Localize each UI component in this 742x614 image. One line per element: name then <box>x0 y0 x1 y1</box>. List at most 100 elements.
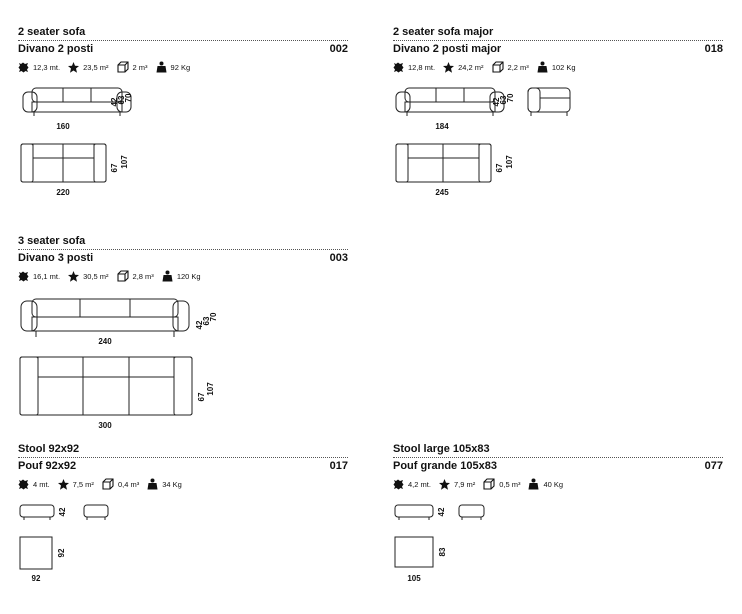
leather-icon <box>443 61 455 73</box>
arm-height-label: 63 <box>202 316 211 325</box>
pouf-front-view <box>19 504 55 520</box>
spec-volume: 2,8 m³ <box>116 270 154 282</box>
dotted-divider <box>393 40 723 41</box>
spec-fabric: 4 mt. <box>18 479 50 490</box>
weight-icon <box>162 270 173 282</box>
leather-icon <box>68 61 80 73</box>
product-code: 017 <box>329 460 348 472</box>
spec-leather-value: 23,5 m² <box>83 62 109 72</box>
spec-weight-value: 40 Kg <box>543 479 564 489</box>
product-3-seater-sofa: 3 seater sofa Divano 3 posti 003 16,1 mt… <box>18 235 348 435</box>
spec-row: 4 mt. 7,5 m² 0,4 m³ 34 Kg <box>18 477 190 491</box>
depth-label: 107 <box>206 382 215 396</box>
height-label: 42 <box>437 507 446 516</box>
dotted-divider <box>18 249 348 250</box>
spec-row: 12,3 mt. 23,5 m² 2 m³ 92 Kg <box>18 60 198 74</box>
spec-fabric: 12,8 mt. <box>393 62 435 73</box>
sofa-front-view <box>20 298 190 337</box>
technical-drawing: 160 42 63 70 220 67 107 <box>20 87 133 197</box>
pouf-side-view <box>458 504 485 520</box>
spec-row: 12,8 mt. 24,2 m² 2,2 m³ 102 Kg <box>393 60 584 74</box>
spec-leather: 24,2 m² <box>443 61 484 73</box>
spec-weight: 120 Kg <box>162 270 201 282</box>
spec-volume-value: 2,2 m³ <box>507 62 529 72</box>
spec-fabric-value: 4 mt. <box>33 479 50 489</box>
arm-height-label: 63 <box>499 95 508 104</box>
product-code: 003 <box>329 252 348 264</box>
product-title-it: Divano 2 posti <box>18 43 94 55</box>
weight-icon <box>156 61 167 73</box>
weight-icon <box>528 478 539 490</box>
spec-weight: 34 Kg <box>147 478 182 490</box>
sofa-plan-view <box>395 143 492 183</box>
width-label: 105 <box>407 574 421 583</box>
sofa-side-view <box>527 87 571 116</box>
spec-volume-value: 0,4 m³ <box>117 479 140 489</box>
spec-volume: 0,5 m³ <box>483 478 520 490</box>
pouf-front-view <box>394 504 434 520</box>
volume-icon <box>116 270 129 282</box>
seat-height-label: 42 <box>492 97 501 106</box>
technical-drawing: 240 42 63 70 300 67 107 <box>19 298 218 430</box>
product-code: 077 <box>704 460 723 472</box>
spec-weight-value: 120 Kg <box>176 271 201 281</box>
leather-icon <box>57 478 69 490</box>
spec-row: 4,2 mt. 7,9 m² 0,5 m³ 40 Kg <box>393 477 571 491</box>
seat-depth-label: 67 <box>197 392 206 401</box>
volume-icon <box>116 61 129 73</box>
product-title-en: 2 seater sofa major <box>393 26 494 38</box>
spec-leather: 7,5 m² <box>57 478 94 490</box>
fabric-icon <box>393 479 404 489</box>
spec-volume-value: 2,8 m³ <box>132 271 154 281</box>
product-stool-92x92: Stool 92x92 Pouf 92x92 017 4 mt. 7,5 m² … <box>18 443 348 593</box>
spec-leather: 23,5 m² <box>68 61 109 73</box>
fabric-icon <box>18 62 29 72</box>
spec-weight: 92 Kg <box>156 61 190 73</box>
volume-icon <box>483 478 495 490</box>
technical-drawing: 42 92 92 <box>19 504 109 583</box>
technical-drawing: 42 83 105 <box>394 504 485 583</box>
volume-icon <box>491 61 504 73</box>
height-label: 70 <box>124 93 133 102</box>
fabric-icon <box>18 271 29 281</box>
width-label: 92 <box>32 574 41 583</box>
product-title-en: Stool large 105x83 <box>393 443 490 455</box>
front-width-label: 184 <box>435 122 449 131</box>
plan-width-label: 220 <box>56 188 70 197</box>
leather-icon <box>68 270 80 282</box>
spec-leather-value: 7,9 m² <box>453 479 476 489</box>
spec-leather: 7,9 m² <box>438 478 476 490</box>
product-title-en: Stool 92x92 <box>18 443 80 455</box>
depth-label: 83 <box>438 547 447 556</box>
plan-width-label: 245 <box>435 188 449 197</box>
pouf-plan-view <box>394 536 434 568</box>
spec-leather-value: 7,5 m² <box>72 479 94 489</box>
spec-fabric-value: 12,8 mt. <box>408 62 436 72</box>
spec-volume-value: 2 m³ <box>132 62 148 72</box>
product-stool-large-105x83: Stool large 105x83 Pouf grande 105x83 07… <box>393 443 723 593</box>
volume-icon <box>102 478 114 490</box>
seat-depth-label: 67 <box>110 163 119 172</box>
spec-fabric: 4,2 mt. <box>393 479 431 490</box>
arm-height-label: 63 <box>117 95 126 104</box>
product-code: 002 <box>329 43 348 55</box>
sofa-plan-view <box>20 143 107 183</box>
front-width-label: 240 <box>98 337 112 346</box>
dotted-divider <box>393 457 723 458</box>
spec-leather-value: 30,5 m² <box>83 271 109 281</box>
seat-height-label: 42 <box>110 97 119 106</box>
spec-fabric-value: 12,3 mt. <box>33 62 61 72</box>
spec-volume: 2,2 m³ <box>491 61 529 73</box>
spec-weight-value: 102 Kg <box>551 62 576 72</box>
spec-leather: 30,5 m² <box>68 270 109 282</box>
depth-label: 107 <box>505 155 514 169</box>
height-label: 70 <box>506 93 515 102</box>
depth-label: 92 <box>57 548 66 557</box>
product-title-it: Divano 3 posti <box>18 252 94 264</box>
spec-volume: 2 m³ <box>116 61 148 73</box>
weight-icon <box>147 478 158 490</box>
spec-fabric: 16,1 mt. <box>18 271 60 282</box>
seat-height-label: 42 <box>195 320 204 329</box>
product-title-it: Divano 2 posti major <box>393 43 502 55</box>
technical-drawing: 184 42 63 70 245 67 107 <box>395 87 571 197</box>
